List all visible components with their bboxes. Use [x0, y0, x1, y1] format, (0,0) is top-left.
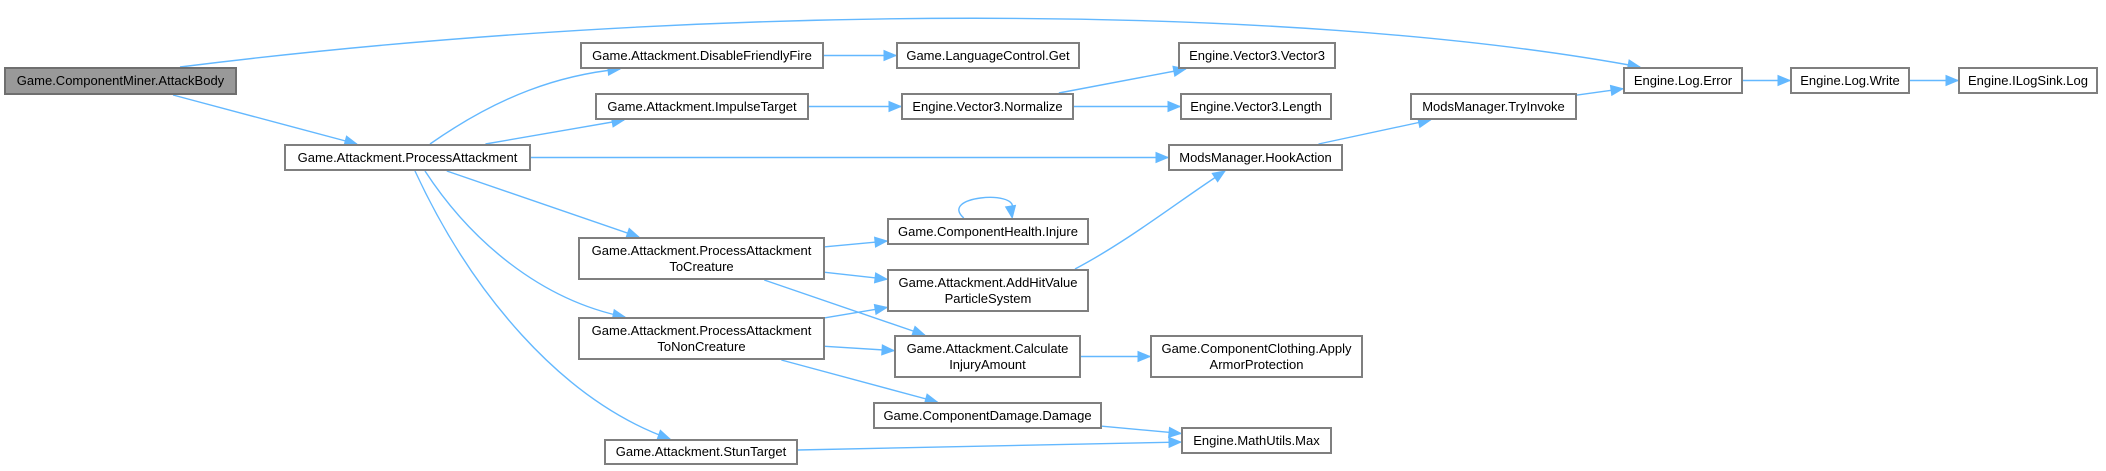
node-injure[interactable]: Game.ComponentHealth.Injure [887, 218, 1089, 245]
edge-injure-to-injure [958, 196, 1013, 219]
node-languagecontrolget[interactable]: Game.LanguageControl.Get [896, 42, 1080, 69]
edge-logerror-to-logwrite-arrowhead [1777, 74, 1792, 87]
node-label: Engine.Vector3.Vector3 [1189, 47, 1325, 63]
node-processattackment[interactable]: Game.Attackment.ProcessAttackment [284, 144, 531, 171]
node-logerror[interactable]: Engine.Log.Error [1623, 67, 1743, 94]
node-label: Game.Attackment.ProcessAttackment ToNonC… [591, 322, 812, 354]
node-label: Game.Attackment.StunTarget [615, 444, 787, 459]
edge-processattackment-to-tononcreature [424, 170, 626, 318]
edge-tocreature-to-calculate [764, 279, 925, 336]
node-label: Game.ComponentMiner.AttackBody [16, 73, 225, 88]
edge-addhitvalue-to-hookaction [1074, 170, 1226, 270]
node-label: Game.ComponentDamage.Damage [883, 407, 1092, 423]
node-tocreature[interactable]: Game.Attackment.ProcessAttackment ToCrea… [578, 237, 825, 280]
node-armor[interactable]: Game.ComponentClothing.Apply ArmorProtec… [1150, 335, 1363, 378]
node-label: Engine.Log.Write [1800, 72, 1900, 88]
edge-processattackment-to-hookaction-arrowhead [1155, 151, 1170, 164]
edge-normalize-to-length-arrowhead [1167, 100, 1182, 113]
node-label: Game.LanguageControl.Get [906, 47, 1070, 63]
node-label: Game.ComponentClothing.Apply ArmorProtec… [1161, 340, 1352, 372]
edge-hookaction-to-tryinvoke [1318, 119, 1431, 145]
edge-damage-to-mathmax [1101, 425, 1182, 435]
node-label: Engine.Log.Error [1633, 72, 1733, 88]
node-vector3[interactable]: Engine.Vector3.Vector3 [1178, 42, 1336, 69]
edge-processattackment-to-stuntarget [414, 170, 671, 440]
edge-tocreature-to-injure-arrowhead [874, 236, 889, 248]
node-label: Game.ComponentHealth.Injure [898, 223, 1078, 239]
node-label: ModsManager.TryInvoke [1422, 98, 1565, 114]
node-label: Engine.Vector3.Length [1190, 98, 1322, 114]
node-label: Game.Attackment.Calculate InjuryAmount [906, 340, 1069, 372]
node-label: Game.Attackment.ProcessAttackment [297, 149, 518, 165]
edge-tononcreature-to-calculate-arrowhead [881, 344, 896, 356]
node-attackbody: Game.ComponentMiner.AttackBody [4, 67, 237, 95]
edge-processattackment-to-disablefriendlyfire [429, 68, 621, 145]
edge-addhitvalue-to-hookaction-arrowhead [1211, 170, 1227, 183]
node-label: Game.Attackment.AddHitValue ParticleSyst… [898, 274, 1078, 306]
edge-attackbody-to-logerror [179, 17, 1641, 68]
node-stuntarget[interactable]: Game.Attackment.StunTarget [604, 439, 798, 465]
edge-damage-to-mathmax-arrowhead [1168, 426, 1183, 439]
edge-disablefriendlyfire-to-languagecontrolget-arrowhead [883, 49, 898, 62]
edge-calculate-to-armor-arrowhead [1137, 350, 1152, 363]
node-tononcreature[interactable]: Game.Attackment.ProcessAttackment ToNonC… [578, 317, 825, 360]
node-length[interactable]: Engine.Vector3.Length [1180, 93, 1332, 120]
edge-tocreature-to-addhitvalue-arrowhead [873, 272, 889, 284]
node-label: Game.Attackment.DisableFriendlyFire [592, 47, 812, 63]
node-label: Engine.Vector3.Normalize [912, 98, 1063, 114]
edge-normalize-to-vector3 [1058, 68, 1186, 94]
node-label: Engine.ILogSink.Log [1968, 72, 2088, 88]
node-tryinvoke[interactable]: ModsManager.TryInvoke [1410, 93, 1577, 120]
edge-tononcreature-to-damage [781, 359, 938, 403]
node-normalize[interactable]: Engine.Vector3.Normalize [901, 93, 1074, 120]
node-mathmax[interactable]: Engine.MathUtils.Max [1181, 427, 1332, 454]
edge-attackbody-to-processattackment [172, 94, 358, 145]
edge-tryinvoke-to-logerror-arrowhead [1609, 84, 1625, 97]
node-disablefriendlyfire[interactable]: Game.Attackment.DisableFriendlyFire [580, 42, 824, 69]
edge-stuntarget-to-mathmax [797, 441, 1182, 451]
edge-injure-to-injure-arrowhead [1004, 204, 1017, 220]
edge-processattackment-to-impulsetarget [485, 119, 625, 145]
node-ilogsink[interactable]: Engine.ILogSink.Log [1958, 67, 2098, 94]
edge-stuntarget-to-mathmax-arrowhead [1168, 436, 1183, 449]
node-calculate[interactable]: Game.Attackment.Calculate InjuryAmount [894, 335, 1081, 378]
node-label: ModsManager.HookAction [1179, 149, 1332, 165]
node-damage[interactable]: Game.ComponentDamage.Damage [873, 402, 1102, 429]
node-label: Game.Attackment.ProcessAttackment ToCrea… [591, 242, 812, 274]
node-label: Game.Attackment.ImpulseTarget [607, 98, 797, 114]
edge-tononcreature-to-addhitvalue-arrowhead [873, 303, 889, 316]
edge-processattackment-to-tocreature [446, 170, 640, 238]
node-label: Engine.MathUtils.Max [1193, 432, 1320, 448]
node-impulsetarget[interactable]: Game.Attackment.ImpulseTarget [595, 93, 809, 120]
edge-impulsetarget-to-normalize-arrowhead [888, 100, 903, 113]
node-addhitvalue[interactable]: Game.Attackment.AddHitValue ParticleSyst… [887, 269, 1089, 312]
node-logwrite[interactable]: Engine.Log.Write [1790, 67, 1910, 94]
node-hookaction[interactable]: ModsManager.HookAction [1168, 144, 1343, 171]
edge-logwrite-to-ilogsink-arrowhead [1945, 74, 1960, 87]
